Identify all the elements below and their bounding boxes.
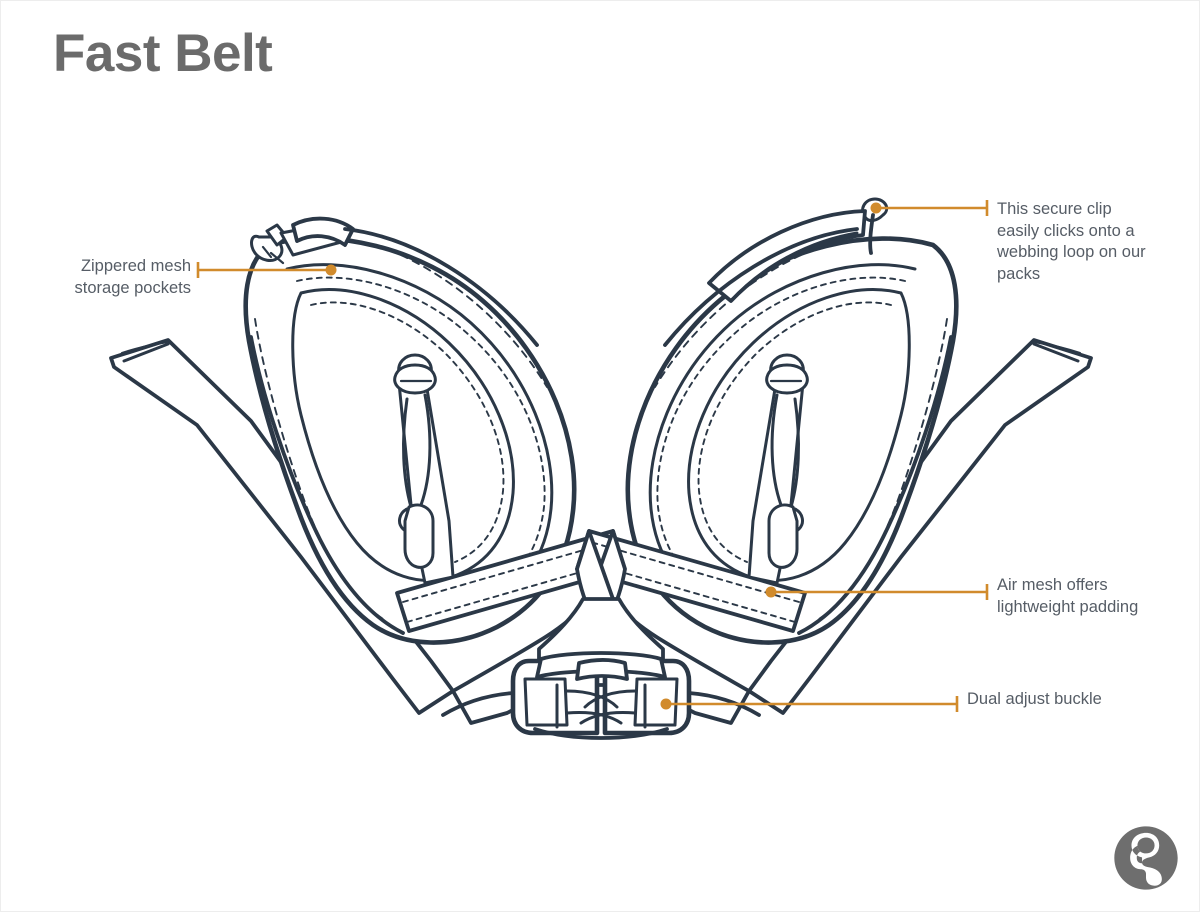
leader-secure-clip (870, 200, 989, 216)
page-title: Fast Belt (53, 24, 273, 83)
gregory-g-logo (1114, 826, 1178, 890)
callout-label-zippered-mesh-storage-pockets: Zippered mesh storage pockets (74, 257, 191, 297)
right-wing (575, 197, 1093, 715)
left-wing (109, 216, 627, 715)
callout-leaders (196, 200, 989, 712)
left-zipper-clip (250, 216, 355, 265)
callout-label-air-mesh-padding: Air mesh offers lightweight padding (997, 576, 1139, 616)
center-buckle-assembly (441, 529, 761, 740)
right-bungee-cord (747, 353, 809, 585)
left-bungee-cord (393, 353, 455, 585)
leader-zippered-mesh (196, 262, 337, 278)
leader-air-mesh (765, 584, 989, 600)
callout-label-secure-clip: This secure clip easily clicks onto a we… (997, 200, 1146, 283)
callout-label-dual-adjust-buckle: Dual adjust buckle (967, 690, 1102, 708)
leader-dual-adjust-buckle (660, 696, 959, 712)
